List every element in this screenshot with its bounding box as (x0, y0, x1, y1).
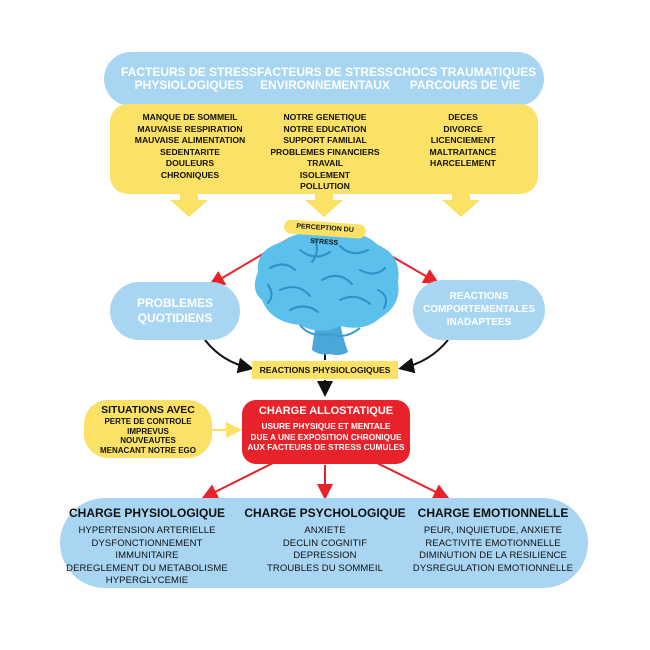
daily-problems-line2: QUOTIDIENS (137, 311, 213, 325)
down-arrow-center (305, 190, 343, 217)
physiological-reactions-label: REACTIONS PHYSIOLOGIQUES (252, 361, 398, 379)
load-physiological: CHARGE PHYSIOLOGIQUE HYPERTENSION ARTERI… (62, 506, 232, 588)
list-item: HARCELEMENT (430, 158, 496, 168)
list-item: DOULEURS (165, 158, 215, 168)
load-title: CHARGE EMOTIONNELLE (417, 506, 569, 520)
list-item: ANXIETE (304, 525, 346, 536)
reactions-line3: INADAPTEES (446, 317, 512, 328)
allostatic-line2: DUE A UNE EXPOSITION CHRONIQUE (250, 431, 402, 442)
black-arrow-right (398, 339, 449, 374)
stressor-list-physio: MANQUE DE SOMMEIL MAUVAISE RESPIRATION M… (115, 112, 265, 181)
allostatic-title: CHARGE ALLOSTATIQUE (258, 405, 394, 417)
allostatic-line3: AUX FACTEURS DE STRESS CUMULES (247, 442, 405, 452)
list-item: DIVORCE (443, 123, 483, 134)
list-item: DIMINUTION DE LA RESILIENCE (419, 550, 567, 561)
list-item: DECES (448, 112, 478, 122)
list-item: TROUBLES DU SOMMEIL (267, 562, 383, 574)
list-item: PROBLEMES FINANCIERS (270, 146, 380, 157)
list-item: MENACANT NOTRE EGO (100, 445, 196, 455)
stressors-header (104, 52, 544, 106)
list-item: NOUVEAUTES (120, 436, 176, 445)
down-arrow-left (170, 190, 208, 217)
list-item: MAUVAISE RESPIRATION (137, 123, 243, 134)
loads-panel (60, 498, 588, 588)
list-item: NOTRE GENETIQUE (283, 112, 367, 122)
list-item: POLLUTION (300, 181, 350, 191)
stressor-list-env: NOTRE GENETIQUE NOTRE EDUCATION SUPPORT … (250, 112, 400, 193)
list-item: DYSREGULATION EMOTIONNELLE (412, 562, 574, 574)
list-item: DEPRESSION (293, 550, 357, 561)
allostatic-line1: USURE PHYSIQUE ET MENTALE (261, 421, 391, 431)
list-item: SUPPORT FAMILIAL (283, 135, 367, 145)
list-item: HYPERGLYCEMIE (105, 575, 189, 586)
list-item: DECLIN COGNITIF (282, 537, 368, 549)
list-item: TRAVAIL (307, 158, 343, 168)
list-item: DEREGLEMENT DU METABOLISME (66, 562, 228, 574)
list-item: PERTE DE CONTROLE (104, 417, 192, 426)
list-item: IMPREVUS (127, 426, 169, 436)
daily-problems-box: PROBLEMES QUOTIDIENS (110, 282, 240, 340)
allostatic-load-box: CHARGE ALLOSTATIQUE USURE PHYSIQUE ET ME… (242, 400, 410, 464)
situations-title: SITUATIONS AVEC (101, 404, 195, 416)
list-item: PEUR, INQUIETUDE, ANXIETE (423, 525, 563, 536)
list-item: DYSFONCTIONNEMENT IMMUNITAIRE (91, 537, 203, 562)
list-item: HYPERTENSION ARTERIELLE (78, 525, 216, 536)
load-title: CHARGE PHYSIOLOGIQUE (68, 506, 226, 520)
list-item: CHRONIQUES (160, 169, 220, 180)
situations-content: SITUATIONS AVEC PERTE DE CONTROLE IMPREV… (84, 404, 212, 455)
list-item: REACTIVITE EMOTIONNELLE (425, 537, 561, 549)
stressor-list-trauma: DECES DIVORCE LICENCIEMENT MALTRAITANCE … (388, 112, 538, 170)
red-arrow-emo (374, 461, 450, 499)
list-item: LICENCIEMENT (430, 135, 496, 145)
red-arrow-physio (201, 461, 276, 499)
reactions-line1: REACTIONS (449, 291, 509, 302)
load-title: CHARGE PSYCHOLOGIQUE (244, 506, 406, 520)
list-item: SEDENTARITE (159, 146, 220, 157)
list-item: NOTRE EDUCATION (283, 123, 367, 134)
stressors-list-panel (110, 104, 538, 194)
list-item: ISOLEMENT (299, 169, 351, 180)
brain-icon (254, 232, 399, 356)
black-arrow-left (204, 339, 254, 374)
load-psychological: CHARGE PSYCHOLOGIQUE ANXIETE DECLIN COGN… (240, 506, 410, 575)
maladaptive-reactions-box: REACTIONS COMPORTEMENTALES INADAPTEES (413, 280, 545, 340)
reactions-line2: COMPORTEMENTALES (422, 304, 536, 315)
list-item: MAUVAISE ALIMENTATION (134, 135, 246, 145)
daily-problems-line1: PROBLEMES (136, 296, 213, 310)
list-item: MALTRAITANCE (429, 146, 497, 157)
situations-box (84, 400, 212, 458)
list-item: MANQUE DE SOMMEIL (142, 112, 238, 122)
load-emotional: CHARGE EMOTIONNELLE PEUR, INQUIETUDE, AN… (404, 506, 582, 575)
down-arrow-right (442, 190, 480, 217)
